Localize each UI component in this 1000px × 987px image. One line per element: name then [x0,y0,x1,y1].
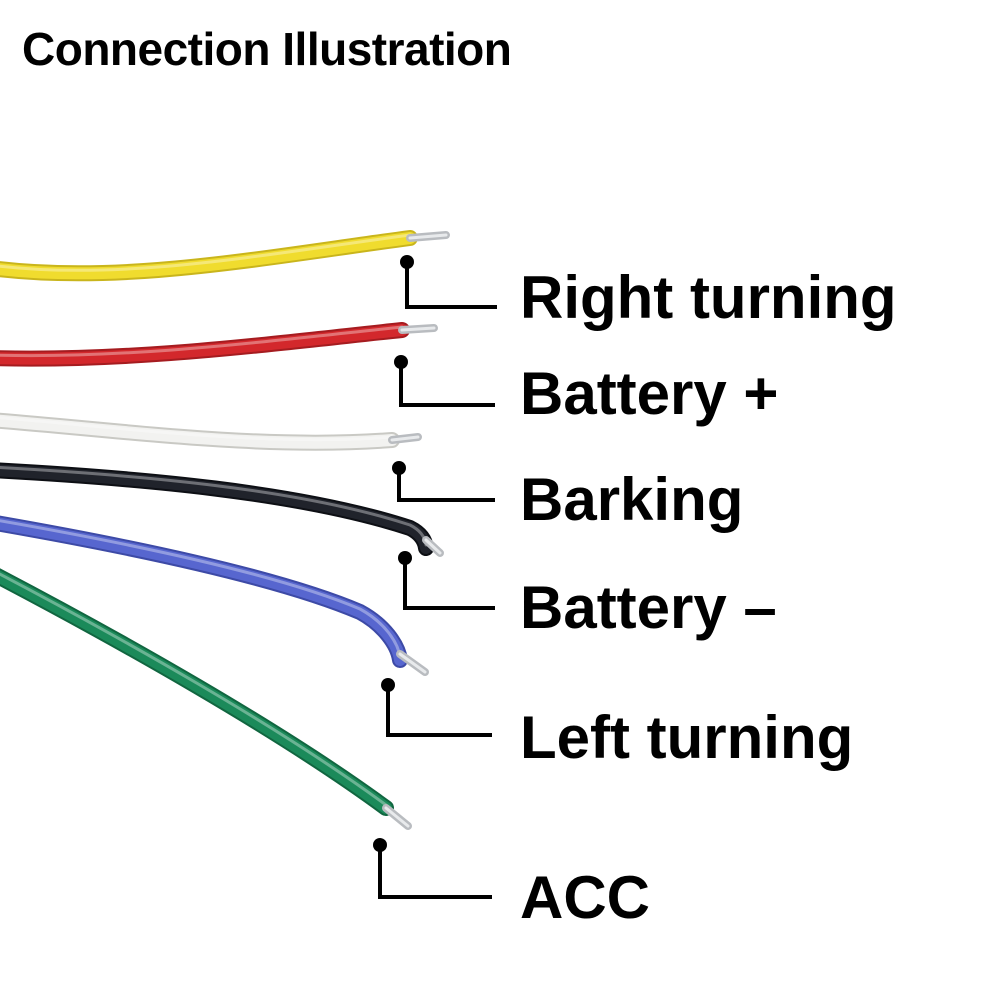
wire-acc-tip-shine [384,806,410,828]
wire-left-turning-tip-shine [398,652,427,674]
wire-battery-minus-highlight [0,466,428,547]
label-right-turning: Right turning [520,264,897,331]
leader-line-left-turning [386,685,492,737]
wire-battery-plus-highlight [0,325,404,358]
wire-barking [0,414,398,449]
wire-barking-highlight [0,416,394,442]
leader-line-battery-minus [403,558,495,610]
wire-battery-minus-tip-shine [424,538,442,555]
wire-left-turning-highlight [0,519,402,659]
wire-battery-plus-tip-shine [400,326,436,332]
leader-line-battery-plus [399,362,495,407]
label-battery-minus: Battery – [520,574,777,641]
wire-left-turning-shade [0,515,408,668]
leader-line-right-turning [405,262,497,309]
leader-line-acc [378,845,492,899]
wire-battery-minus [0,464,432,554]
wire-right-turning-tip-shine [408,233,448,240]
label-left-turning: Left turning [520,704,854,771]
label-acc: ACC [520,864,650,931]
label-barking: Barking [520,466,744,533]
diagram-title: Connection Illustration [22,23,512,75]
wire-acc [0,570,392,814]
wire-barking-tip-shine [390,435,420,442]
wire-left-turning [0,517,406,666]
leader-line-barking [397,468,495,502]
wire-right-turning [0,232,416,280]
wire-right-turning-highlight [0,233,412,272]
wire-battery-plus [0,324,408,365]
label-battery-plus: Battery + [520,360,779,427]
wire-acc-highlight [0,572,388,807]
